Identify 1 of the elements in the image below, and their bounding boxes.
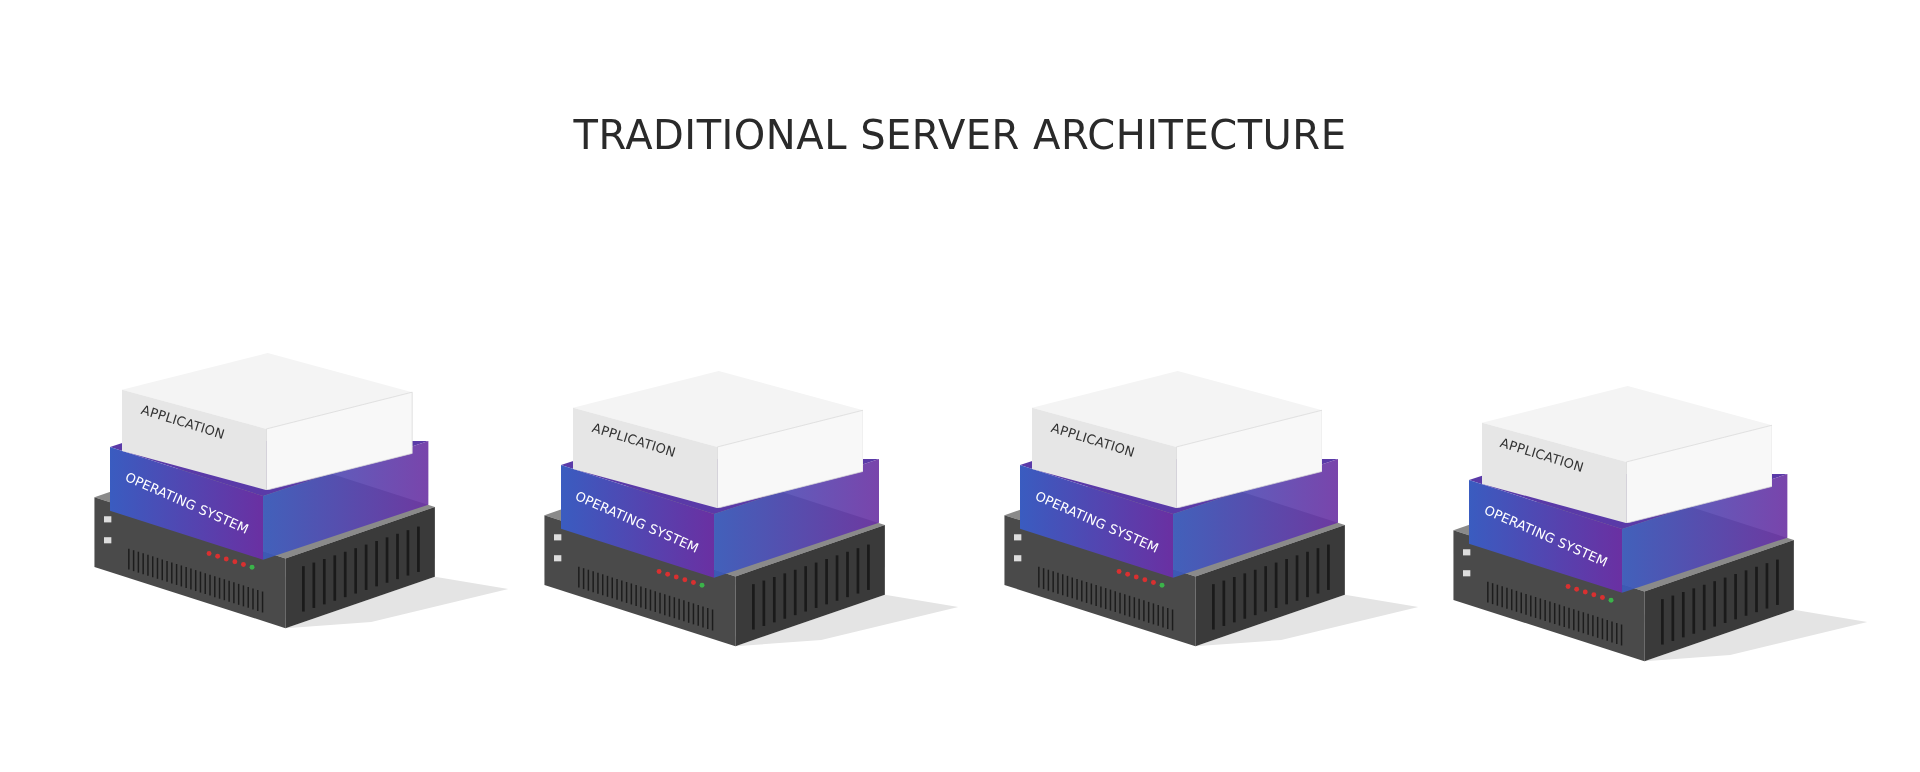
diagram-title: TRADITIONAL SERVER ARCHITECTURE: [572, 112, 1348, 158]
